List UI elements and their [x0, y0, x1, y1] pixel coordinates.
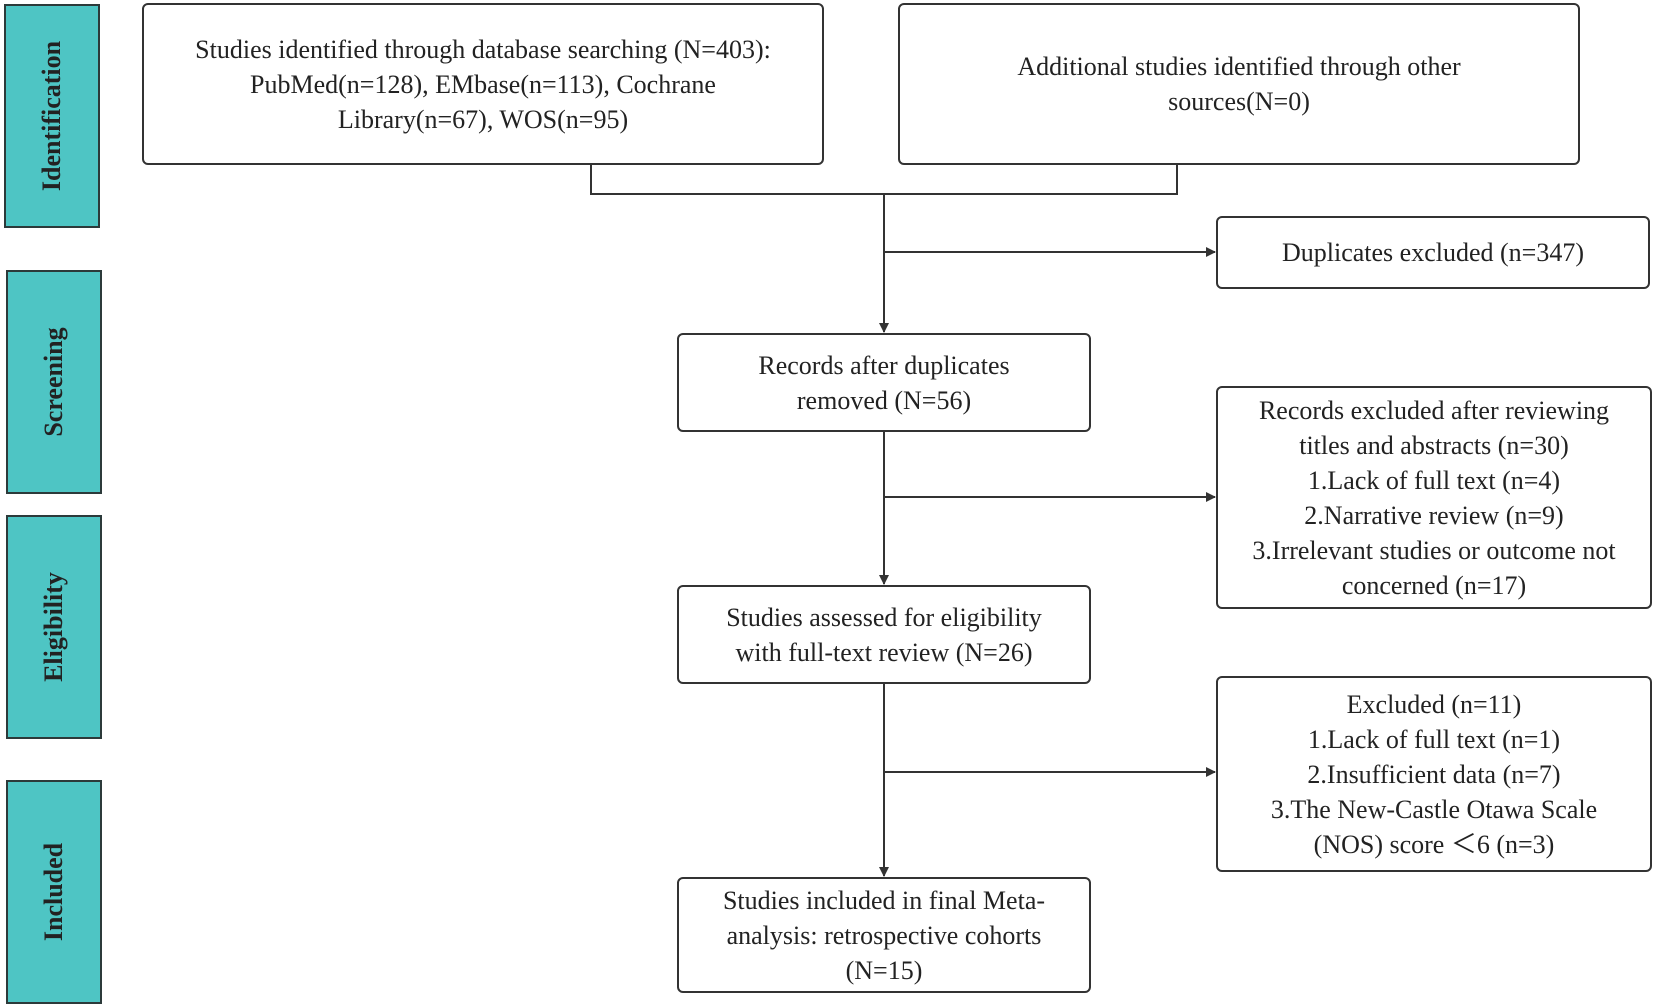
excluded-titles-abstracts-box: Records excluded after reviewing titles …	[1216, 386, 1652, 609]
stage-included: Included	[6, 780, 102, 1004]
excluded-titles-line: titles and abstracts (n=30)	[1299, 430, 1569, 460]
assessed-eligibility-line: with full-text review (N=26)	[735, 637, 1033, 667]
after-duplicates-line: removed (N=56)	[796, 385, 972, 415]
assessed-eligibility-line: Studies assessed for eligibility	[726, 602, 1042, 632]
excluded-full-text-line: (NOS) score ＜6 (n=3)	[1313, 829, 1555, 859]
excluded-titles-line: 3.Irrelevant studies or outcome not	[1252, 535, 1616, 565]
database-search-line: Studies identified through database sear…	[195, 34, 771, 64]
database-search-line: Library(n=67), WOS(n=95)	[337, 104, 629, 134]
after-duplicates-line: Records after duplicates	[758, 350, 1010, 380]
final-included-line: analysis: retrospective cohorts	[726, 920, 1042, 950]
excluded-full-text-line: Excluded (n=11)	[1346, 689, 1522, 719]
other-sources-line: Additional studies identified through ot…	[1017, 52, 1461, 81]
excluded-titles-line: Records excluded after reviewing	[1258, 395, 1610, 425]
merge-connector	[590, 163, 1178, 195]
final-included-line: Studies included in final Meta-	[722, 885, 1046, 915]
assessed-eligibility-box: Studies assessed for eligibility with fu…	[677, 585, 1091, 684]
final-included-box: Studies included in final Meta- analysis…	[677, 877, 1091, 993]
excluded-full-text-line: 3.The New-Castle Otawa Scale	[1270, 794, 1598, 824]
database-search-box: Studies identified through database sear…	[142, 3, 824, 165]
database-search-line: PubMed(n=128), EMbase(n=113), Cochrane	[250, 69, 716, 99]
excluded-full-text-line: 2.Insufficient data (n=7)	[1307, 759, 1561, 789]
excluded-titles-line: 1.Lack of full text (n=4)	[1307, 465, 1561, 495]
excluded-full-text-line: 1.Lack of full text (n=1)	[1307, 724, 1561, 754]
duplicates-excluded-line: Duplicates excluded (n=347)	[1281, 238, 1584, 267]
final-included-line: (N=15)	[845, 955, 923, 985]
after-duplicates-box: Records after duplicates removed (N=56)	[677, 333, 1091, 432]
other-sources-box: Additional studies identified through ot…	[898, 3, 1580, 165]
other-sources-line: sources(N=0)	[1168, 87, 1310, 116]
stage-identification: Identification	[4, 4, 100, 228]
excluded-titles-line: concerned (n=17)	[1341, 570, 1527, 600]
excluded-full-text-box: Excluded (n=11) 1.Lack of full text (n=1…	[1216, 676, 1652, 872]
stage-screening: Screening	[6, 270, 102, 494]
excluded-titles-line: 2.Narrative review (n=9)	[1304, 500, 1564, 530]
duplicates-excluded-box: Duplicates excluded (n=347)	[1216, 216, 1650, 289]
stage-eligibility: Eligibility	[6, 515, 102, 739]
